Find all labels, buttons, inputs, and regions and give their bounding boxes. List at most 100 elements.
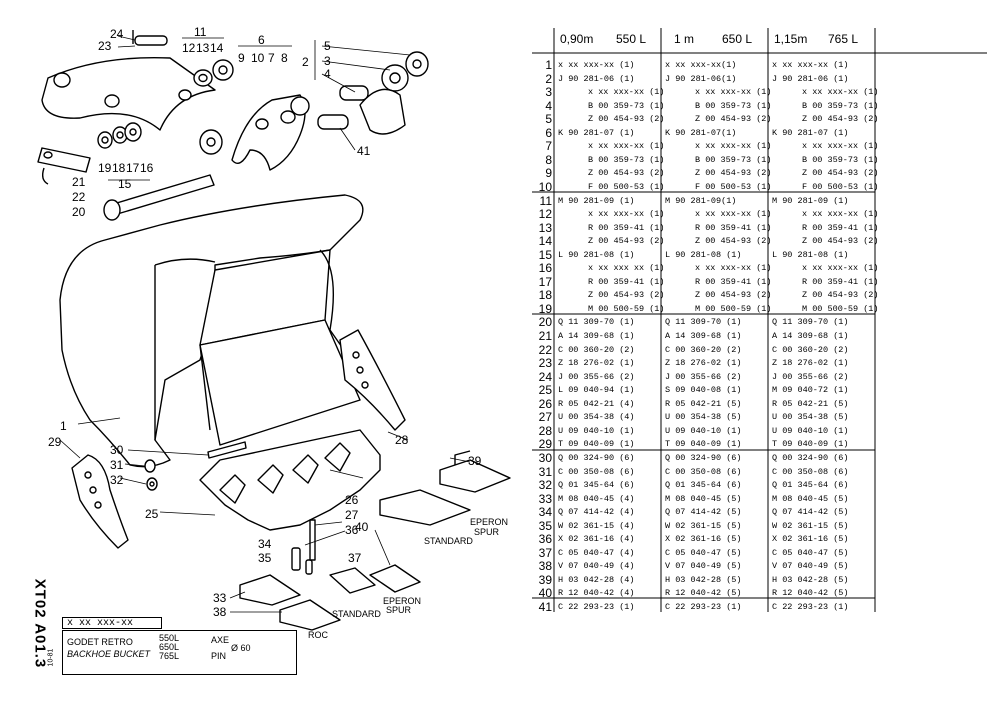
row-number: 23	[538, 356, 552, 371]
callout-40: 40	[355, 520, 369, 534]
callout-4: 4	[324, 67, 331, 81]
part-code-cell: M 00 500-59 (1)	[588, 303, 665, 314]
row-number: 28	[538, 423, 552, 438]
row-number: 17	[538, 274, 552, 289]
row-number: 26	[538, 396, 552, 411]
part-code-cell: M 08 040-45 (4)	[558, 493, 635, 504]
row-number: 29	[538, 437, 552, 452]
part-code-cell: H 03 042-28 (5)	[665, 574, 742, 585]
part-code-cell: R 00 359-41 (1)	[588, 276, 665, 287]
tooth-part-26	[379, 489, 471, 526]
callout-8: 8	[281, 51, 288, 65]
part-code-cell: B 00 359-73 (1)	[802, 100, 879, 111]
row-number: 35	[538, 518, 552, 533]
part-code-cell: Q 01 345-64 (6)	[665, 480, 742, 491]
part-code-cell: Q 11 309-70 (1)	[772, 317, 849, 328]
part-code-cell: M 08 040-45 (5)	[665, 493, 742, 504]
part-code-cell: U 09 040-10 (1)	[558, 425, 635, 436]
part-code-cell: C 00 350-08 (6)	[558, 466, 635, 477]
part-code-cell: C 00 360-20 (2)	[665, 344, 742, 355]
tooth-part-33-38	[239, 519, 421, 631]
part-code-cell: x xx xxx-xx (1)	[588, 87, 665, 98]
part-code-cell: x xx xxx-xx (1)	[802, 141, 879, 152]
part-code-cell: M 90 281-09(1)	[665, 195, 737, 206]
callout-28: 28	[395, 433, 409, 447]
row-number: 18	[538, 288, 552, 303]
row-number: 39	[538, 572, 552, 587]
row-number: 15	[538, 247, 552, 262]
document-date-text: 10-81	[47, 648, 55, 667]
part-code-cell: x xx xxx-xx (1)	[695, 141, 772, 152]
callout-12: 12	[182, 41, 196, 55]
part-code-cell: V 07 040-49 (5)	[772, 561, 849, 572]
row-number: 37	[538, 545, 552, 560]
part-code-cell: x xx xxx-xx (1)	[695, 263, 772, 274]
callout-23: 23	[98, 39, 112, 53]
part-code-cell: R 05 042-21 (5)	[772, 398, 849, 409]
callout-9: 9	[238, 51, 245, 65]
part-code-cell: B 00 359-73 (1)	[802, 154, 879, 165]
document-code-text: XT02 A01.3	[31, 578, 49, 669]
row-number: 13	[538, 220, 552, 235]
part-code-cell: x xx xxx xx (1)	[588, 263, 665, 274]
part-code-cell: H 03 042-28 (4)	[558, 574, 635, 585]
part-code-cell: C 00 350-08 (6)	[665, 466, 742, 477]
part-code-cell: B 00 359-73 (1)	[695, 100, 772, 111]
header-width-3: 1,15m	[774, 32, 808, 46]
row-number: 10	[538, 179, 552, 194]
callout-41: 41	[357, 144, 371, 158]
part-code-cell: K 90 281-07(1)	[665, 127, 737, 138]
part-code-cell: U 09 040-10 (1)	[665, 425, 742, 436]
header-capacity-2: 650 L	[722, 32, 753, 46]
side-cutter-part-28	[339, 329, 406, 431]
part-code-cell: H 03 042-28 (5)	[772, 574, 849, 585]
part-code-cell: A 14 309-68 (1)	[665, 331, 742, 341]
callout-35: 35	[258, 551, 272, 565]
part-code-cell: C 00 360-20 (2)	[772, 344, 849, 355]
part-code-cell: Q 01 345-64 (6)	[558, 480, 635, 491]
part-code-cell: Z 00 454-93 (2)	[802, 168, 879, 179]
callout-31: 31	[110, 458, 124, 472]
note-standard-upper: STANDARD	[424, 536, 473, 546]
part-code-cell: M 09 040-72 (1)	[772, 385, 849, 396]
callout-21: 21	[72, 175, 86, 189]
part-code-cell: R 00 359-41 (1)	[695, 276, 772, 287]
part-code-cell: Q 07 414-42 (5)	[772, 507, 849, 518]
note-standard-lower: STANDARD	[332, 609, 381, 619]
part-code-cell: T 09 040-09 (1)	[558, 439, 635, 450]
part-code-cell: F 00 500-53 (1)	[802, 181, 879, 192]
part-code-cell: B 00 359-73 (1)	[588, 100, 665, 111]
part-code-cell: Z 00 454-93 (2)	[588, 236, 665, 247]
part-code-cell: B 00 359-73 (1)	[588, 154, 665, 165]
row-number: 36	[538, 532, 552, 547]
note-spur-upper: SPUR	[474, 527, 500, 537]
part-code-cell: x xx xxx-xx (1)	[802, 209, 879, 220]
row-number: 12	[538, 207, 552, 222]
part-code-cell: W 02 361-15 (5)	[772, 520, 849, 531]
row-number: 7	[545, 139, 552, 154]
row-number: 16	[538, 261, 552, 276]
callout-15: 15	[118, 177, 132, 191]
row-number: 38	[538, 559, 552, 574]
capacity-2: 650L	[159, 642, 180, 652]
part-code-cell: L 90 281-08 (1)	[772, 249, 849, 260]
callout-38: 38	[213, 605, 227, 619]
callout-5: 5	[324, 39, 331, 53]
part-code-cell: J 00 355-66 (2)	[665, 371, 742, 382]
part-code-cell: Q 00 324-90 (6)	[772, 452, 849, 463]
part-code-cell: R 00 359-41 (1)	[588, 222, 665, 233]
pin-part-21	[37, 147, 91, 185]
